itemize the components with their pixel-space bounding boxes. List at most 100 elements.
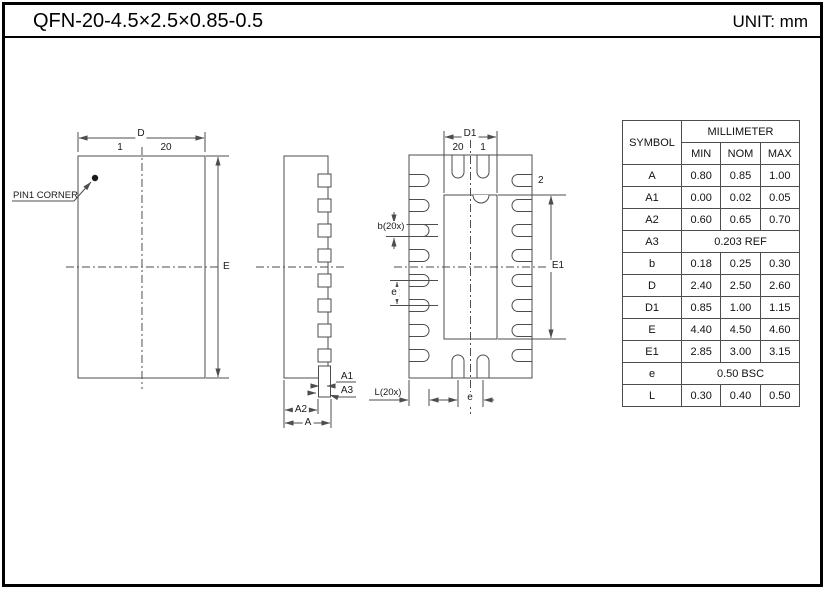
cell-nom: 2.50 bbox=[720, 274, 761, 297]
cell-symbol: A1 bbox=[622, 186, 682, 209]
lead-pad bbox=[317, 198, 332, 213]
cell-symbol: D bbox=[622, 274, 682, 297]
pad-pin1-notch bbox=[472, 194, 490, 204]
cell-symbol: A3 bbox=[622, 230, 682, 253]
pin-pad bbox=[511, 274, 533, 287]
cell-span-value: 0.203 REF bbox=[681, 230, 800, 253]
col-header-nom: NOM bbox=[720, 142, 761, 165]
cell-min: 0.18 bbox=[680, 252, 722, 275]
bottom-view-pin1-index: 1 bbox=[480, 142, 486, 153]
dim-L-label: L(20x) bbox=[374, 387, 402, 398]
lead-pad bbox=[317, 298, 332, 313]
cell-min: 2.40 bbox=[680, 274, 722, 297]
pin1-dot bbox=[91, 174, 99, 182]
lead-pad bbox=[317, 348, 332, 363]
table-row: A3 0.203 REF bbox=[622, 230, 800, 253]
package-bottom-outline bbox=[408, 154, 533, 379]
dim-A1-label: A1 bbox=[340, 371, 354, 382]
table-row: A1 0.00 0.02 0.05 bbox=[622, 186, 801, 209]
dim-e-side-label: e bbox=[389, 287, 399, 299]
pin-pad bbox=[511, 199, 533, 212]
lead-pad bbox=[317, 273, 332, 288]
cell-max: 1.15 bbox=[759, 296, 801, 319]
cell-min: 2.85 bbox=[680, 340, 722, 363]
dim-A3-label: A3 bbox=[340, 385, 354, 396]
cell-symbol: D1 bbox=[622, 296, 682, 319]
dim-E1-label: E1 bbox=[549, 260, 567, 272]
pin1-corner-label: PIN1 CORNER bbox=[13, 190, 78, 201]
page-title: QFN-20-4.5×2.5×0.85-0.5 bbox=[33, 10, 264, 32]
pin-pad bbox=[451, 354, 465, 379]
col-header-symbol: SYMBOL bbox=[622, 120, 682, 165]
dim-E-label: E bbox=[221, 261, 232, 273]
unit-label: UNIT: mm bbox=[732, 12, 808, 31]
lead-profile bbox=[318, 365, 331, 398]
table-row: A2 0.60 0.65 0.70 bbox=[622, 208, 801, 231]
cell-max: 4.60 bbox=[759, 318, 801, 341]
dim-b-label: b(20x) bbox=[375, 221, 407, 233]
col-header-min: MIN bbox=[680, 142, 722, 165]
pin-pad bbox=[476, 354, 490, 379]
cell-nom: 0.02 bbox=[720, 186, 761, 209]
cell-symbol: L bbox=[622, 384, 682, 407]
cell-nom: 4.50 bbox=[720, 318, 761, 341]
cell-min: 0.60 bbox=[680, 208, 722, 231]
dim-D1-label: D1 bbox=[461, 128, 479, 140]
pin-pad bbox=[511, 224, 533, 237]
table-row: E 4.40 4.50 4.60 bbox=[622, 318, 801, 341]
pin-pad bbox=[408, 224, 430, 237]
cell-symbol: A bbox=[622, 164, 682, 187]
cell-symbol: e bbox=[622, 362, 682, 385]
table-row: L 0.30 0.40 0.50 bbox=[622, 384, 801, 407]
cell-span-value: 0.50 BSC bbox=[681, 362, 800, 385]
pin-pad bbox=[511, 324, 533, 337]
cell-symbol: E bbox=[622, 318, 682, 341]
cell-nom: 3.00 bbox=[720, 340, 761, 363]
bottom-view-pin20-index: 20 bbox=[452, 142, 464, 153]
cell-max: 0.30 bbox=[759, 252, 801, 275]
pin-pad bbox=[408, 324, 430, 337]
col-header-millimeter: MILLIMETER bbox=[681, 120, 800, 143]
cell-max: 0.70 bbox=[759, 208, 801, 231]
cell-symbol: A2 bbox=[622, 208, 682, 231]
lead-pad bbox=[317, 173, 332, 188]
table-row: D1 0.85 1.00 1.15 bbox=[622, 296, 801, 319]
pin-pad bbox=[451, 154, 465, 179]
top-view bbox=[12, 132, 229, 389]
cell-max: 2.60 bbox=[759, 274, 801, 297]
pin-pad bbox=[511, 349, 533, 362]
pin2-index: 2 bbox=[538, 175, 544, 186]
bottom-view bbox=[369, 131, 566, 414]
cell-min: 4.40 bbox=[680, 318, 722, 341]
cell-min: 0.00 bbox=[680, 186, 722, 209]
lead-pad bbox=[317, 248, 332, 263]
title-bar: QFN-20-4.5×2.5×0.85-0.5 UNIT: mm bbox=[5, 5, 820, 38]
lead-pad bbox=[317, 323, 332, 338]
cell-min: 0.30 bbox=[680, 384, 722, 407]
cell-nom: 0.40 bbox=[720, 384, 761, 407]
pin-pad bbox=[511, 299, 533, 312]
cell-nom: 0.85 bbox=[720, 164, 761, 187]
cell-min: 0.85 bbox=[680, 296, 722, 319]
cell-nom: 0.65 bbox=[720, 208, 761, 231]
col-header-max: MAX bbox=[759, 142, 801, 165]
leader-line bbox=[73, 181, 92, 202]
table-row: D 2.40 2.50 2.60 bbox=[622, 274, 801, 297]
cell-max: 0.05 bbox=[759, 186, 801, 209]
table-row: E1 2.85 3.00 3.15 bbox=[622, 340, 801, 363]
pin-pad bbox=[408, 199, 430, 212]
pin-pad bbox=[408, 349, 430, 362]
table-row: A 0.80 0.85 1.00 bbox=[622, 164, 801, 187]
dim-e-bottom-label: e bbox=[465, 392, 475, 404]
top-view-pin20-index: 20 bbox=[160, 142, 172, 153]
cell-nom: 0.25 bbox=[720, 252, 761, 275]
pin-pad bbox=[511, 249, 533, 262]
dim-A-label: A bbox=[302, 417, 314, 429]
top-view-pin1-index: 1 bbox=[117, 142, 123, 153]
dimensions-table: SYMBOL MILLIMETER MIN NOM MAX A 0.80 0.8… bbox=[622, 120, 801, 407]
pin-pad bbox=[476, 154, 490, 179]
lead-pad bbox=[317, 223, 332, 238]
